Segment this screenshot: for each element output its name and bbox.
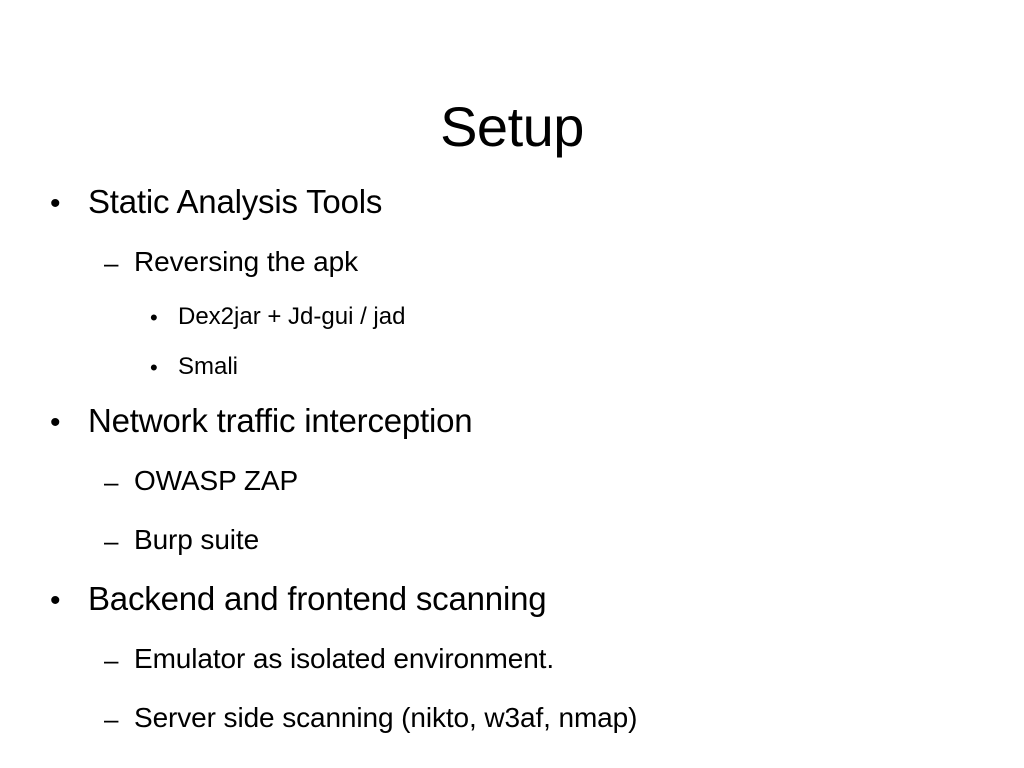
bullet-item-level2: – Burp suite: [0, 514, 1024, 573]
dash-marker-icon: –: [104, 645, 119, 675]
bullet-text: OWASP ZAP: [134, 465, 299, 496]
bullet-item-level3: • Smali: [0, 345, 1024, 395]
bullet-text: Smali: [178, 353, 239, 380]
bullet-item-level2: – OWASP ZAP: [0, 455, 1024, 514]
dash-marker-icon: –: [104, 526, 119, 556]
bullet-item-level3: • Dex2jar + Jd-gui / jad: [0, 295, 1024, 345]
bullet-text: Backend and frontend scanning: [88, 580, 547, 617]
bullet-marker-icon: •: [150, 305, 158, 330]
bullet-text: Network traffic interception: [88, 402, 473, 439]
bullet-item-level1: • Static Analysis Tools: [0, 176, 1024, 236]
bullet-item-level2: – Reversing the apk: [0, 236, 1024, 295]
bullet-item-level2: – Emulator as isolated environment.: [0, 633, 1024, 692]
bullet-text: Burp suite: [134, 524, 260, 555]
bullet-text: Server side scanning (nikto, w3af, nmap): [134, 702, 638, 733]
dash-marker-icon: –: [104, 248, 119, 278]
bullet-text: Static Analysis Tools: [88, 183, 383, 220]
bullet-marker-icon: •: [50, 406, 61, 439]
slide-title: Setup: [440, 94, 584, 158]
bullet-item-level1: • Network traffic interception: [0, 395, 1024, 455]
bullet-text: Reversing the apk: [134, 246, 358, 277]
dash-marker-icon: –: [104, 704, 119, 734]
bullet-text: Dex2jar + Jd-gui / jad: [178, 303, 406, 330]
bullet-marker-icon: •: [50, 584, 61, 617]
slide-body-bullet-list: • Static Analysis Tools – Reversing the …: [0, 176, 1024, 751]
bullet-text: Emulator as isolated environment.: [134, 643, 555, 674]
dash-marker-icon: –: [104, 467, 119, 497]
bullet-item-level1: • Backend and frontend scanning: [0, 573, 1024, 633]
bullet-marker-icon: •: [50, 187, 61, 220]
bullet-marker-icon: •: [150, 355, 158, 380]
bullet-item-level2: – Server side scanning (nikto, w3af, nma…: [0, 692, 1024, 751]
